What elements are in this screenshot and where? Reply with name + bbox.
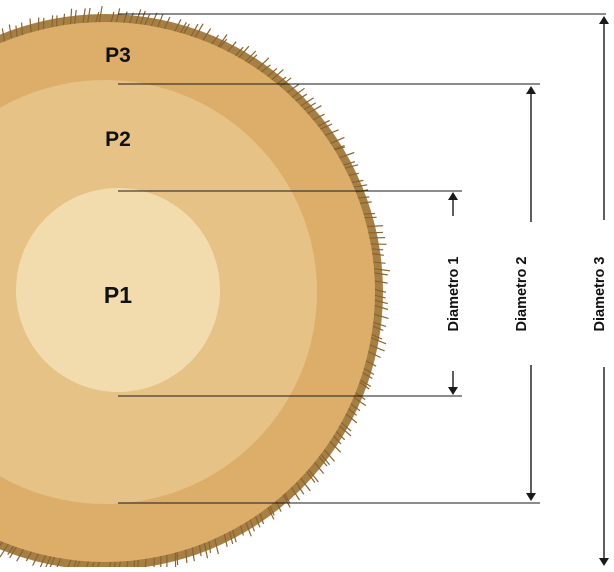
diameter-2-label: Diametro 2 <box>514 257 530 332</box>
log-cross-section <box>0 6 390 567</box>
zone-label-p1: P1 <box>104 282 132 308</box>
diameter-1-label: Diametro 1 <box>446 257 462 332</box>
diameter-3-label: Diametro 3 <box>592 257 608 332</box>
zone-label-p3: P3 <box>105 44 131 67</box>
zone-label-p2: P2 <box>105 128 131 151</box>
bark-fiber <box>52 15 53 29</box>
bark-fiber <box>177 550 178 565</box>
